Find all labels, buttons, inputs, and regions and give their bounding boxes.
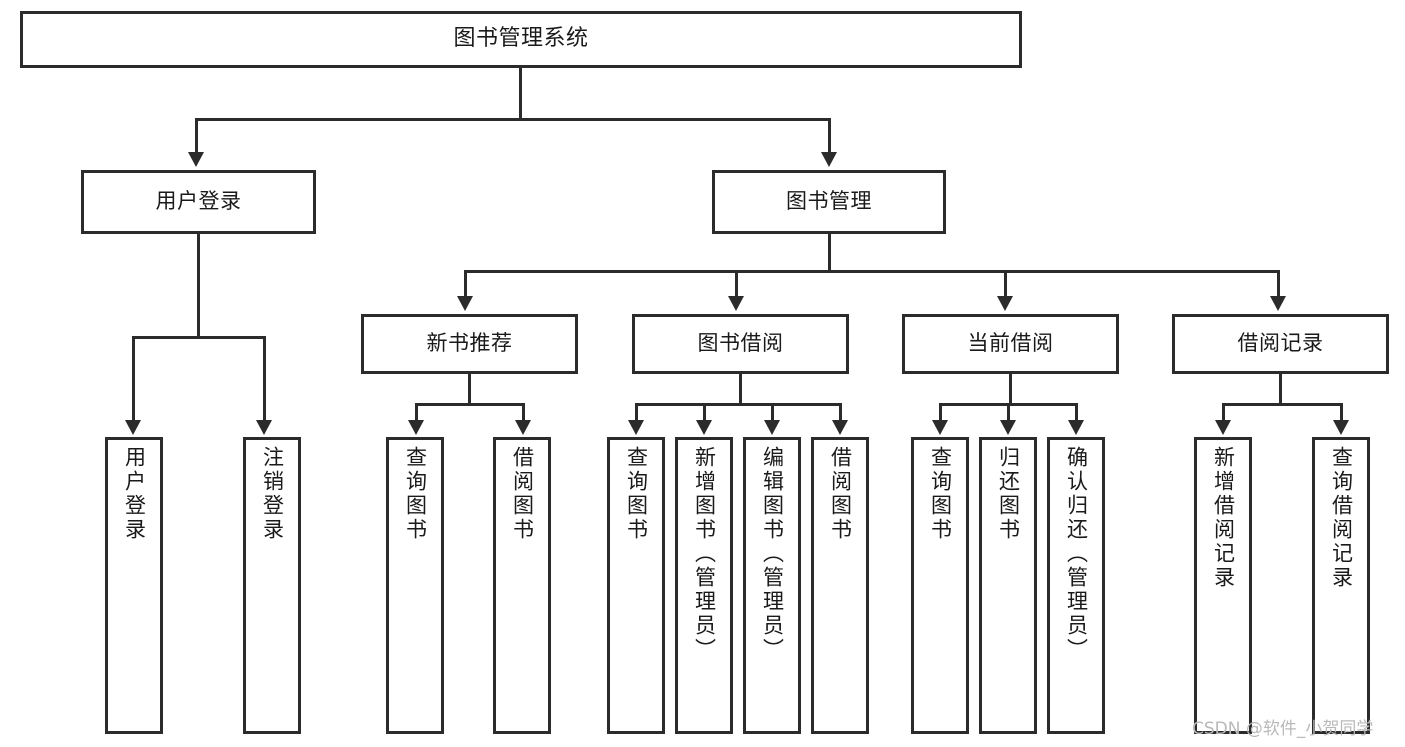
connector-user-login-stem xyxy=(197,234,200,338)
leaf-borrow-record-2[interactable]: 查询借阅记录 xyxy=(1312,437,1370,734)
leaf-label: 借阅图书 xyxy=(510,446,535,542)
leaf-label: 归还图书 xyxy=(996,446,1021,542)
connector-newbook-to-leaf-1 xyxy=(415,403,418,422)
connector-borrow-record-stem xyxy=(1279,374,1282,405)
leaf-label: 编辑图书（管理员） xyxy=(760,446,785,662)
node-book-borrow[interactable]: 图书借阅 xyxy=(632,314,849,374)
leaf-label: 查询借阅记录 xyxy=(1329,446,1354,590)
arrowhead-bookborrow-to-leaf-3 xyxy=(764,420,780,435)
arrowhead-bm-to-book-borrow xyxy=(728,296,744,311)
leaf-current-borrow-3[interactable]: 确认归还（管理员） xyxy=(1047,437,1105,734)
node-label: 图书管理 xyxy=(786,189,872,214)
node-label: 新书推荐 xyxy=(426,331,513,356)
connector-book-management-bus xyxy=(464,270,1280,273)
arrowhead-bm-to-new-book xyxy=(457,296,473,311)
connector-new-book-bus xyxy=(415,403,525,406)
leaf-book-borrow-1[interactable]: 查询图书 xyxy=(607,437,665,734)
arrowhead-root-to-user-login xyxy=(188,152,204,167)
connector-bookborrow-to-leaf-4 xyxy=(839,403,842,422)
arrowhead-bookborrow-to-leaf-4 xyxy=(832,420,848,435)
connector-new-book-stem xyxy=(468,374,471,405)
connector-root-stem xyxy=(519,68,522,118)
arrowhead-newbook-to-leaf-2 xyxy=(515,420,531,435)
connector-borrowrecord-to-leaf-2 xyxy=(1340,403,1343,422)
leaf-label: 查询图书 xyxy=(928,446,953,542)
leaf-new-book-recommend-1[interactable]: 查询图书 xyxy=(386,437,444,734)
leaf-book-borrow-3[interactable]: 编辑图书（管理员） xyxy=(743,437,801,734)
connector-currentborrow-to-leaf-1 xyxy=(939,403,942,422)
connector-bookborrow-to-leaf-1 xyxy=(635,403,638,422)
arrowhead-user-login-to-leaf-1 xyxy=(125,420,141,435)
leaf-new-book-recommend-2[interactable]: 借阅图书 xyxy=(493,437,551,734)
leaf-user-login-2[interactable]: 注销登录 xyxy=(243,437,301,734)
leaf-label: 借阅图书 xyxy=(828,446,853,542)
arrowhead-currentborrow-to-leaf-1 xyxy=(932,420,948,435)
node-label: 图书借阅 xyxy=(697,331,784,356)
connector-root-to-user-login xyxy=(195,118,198,155)
node-label: 图书管理系统 xyxy=(453,26,589,52)
node-borrow-record[interactable]: 借阅记录 xyxy=(1172,314,1389,374)
node-book-management[interactable]: 图书管理 xyxy=(712,170,946,234)
watermark-text: CSDN @软件_小贺同学 xyxy=(1192,719,1374,739)
connector-root-bus xyxy=(195,118,831,121)
leaf-label: 确认归还（管理员） xyxy=(1064,446,1089,662)
arrowhead-user-login-to-leaf-2 xyxy=(256,420,272,435)
connector-book-management-stem xyxy=(828,234,831,272)
leaf-borrow-record-1[interactable]: 新增借阅记录 xyxy=(1194,437,1252,734)
node-current-borrow[interactable]: 当前借阅 xyxy=(902,314,1119,374)
connector-current-borrow-stem xyxy=(1009,374,1012,405)
arrowhead-currentborrow-to-leaf-3 xyxy=(1068,420,1084,435)
connector-bm-to-current-borrow xyxy=(1004,270,1007,298)
connector-bookborrow-to-leaf-3 xyxy=(771,403,774,422)
connector-bookborrow-to-leaf-2 xyxy=(703,403,706,422)
connector-user-login-to-leaf-1 xyxy=(132,336,135,422)
node-root-system[interactable]: 图书管理系统 xyxy=(20,11,1022,68)
node-user-login[interactable]: 用户登录 xyxy=(81,170,316,234)
arrowhead-bookborrow-to-leaf-1 xyxy=(628,420,644,435)
leaf-label: 查询图书 xyxy=(624,446,649,542)
node-new-book-recommend[interactable]: 新书推荐 xyxy=(361,314,578,374)
node-label: 用户登录 xyxy=(155,189,242,214)
connector-currentborrow-to-leaf-2 xyxy=(1007,403,1010,422)
connector-borrow-record-bus xyxy=(1222,403,1342,406)
arrowhead-bm-to-current-borrow xyxy=(997,296,1013,311)
leaf-label: 新增借阅记录 xyxy=(1211,446,1236,590)
connector-user-login-to-leaf-2 xyxy=(263,336,266,422)
leaf-label: 用户登录 xyxy=(122,446,147,542)
arrowhead-newbook-to-leaf-1 xyxy=(408,420,424,435)
connector-currentborrow-to-leaf-3 xyxy=(1075,403,1078,422)
leaf-book-borrow-2[interactable]: 新增图书（管理员） xyxy=(675,437,733,734)
connector-root-to-book-manage xyxy=(828,118,831,155)
arrowhead-root-to-book-manage xyxy=(821,152,837,167)
connector-bm-to-borrow-record xyxy=(1277,270,1280,298)
leaf-label: 查询图书 xyxy=(403,446,428,542)
leaf-current-borrow-1[interactable]: 查询图书 xyxy=(911,437,969,734)
connector-book-borrow-stem xyxy=(739,374,742,405)
leaf-user-login-1[interactable]: 用户登录 xyxy=(105,437,163,734)
arrowhead-currentborrow-to-leaf-2 xyxy=(1000,420,1016,435)
connector-newbook-to-leaf-2 xyxy=(522,403,525,422)
connector-user-login-bus xyxy=(132,336,266,339)
connector-borrowrecord-to-leaf-1 xyxy=(1222,403,1225,422)
node-label: 当前借阅 xyxy=(967,331,1054,356)
leaf-current-borrow-2[interactable]: 归还图书 xyxy=(979,437,1037,734)
arrowhead-borrowrecord-to-leaf-2 xyxy=(1333,420,1349,435)
leaf-label: 新增图书（管理员） xyxy=(692,446,717,662)
arrowhead-bookborrow-to-leaf-2 xyxy=(696,420,712,435)
connector-book-borrow-bus xyxy=(635,403,841,406)
arrowhead-borrowrecord-to-leaf-1 xyxy=(1215,420,1231,435)
connector-bm-to-book-borrow xyxy=(735,270,738,298)
leaf-label: 注销登录 xyxy=(260,446,285,542)
leaf-book-borrow-4[interactable]: 借阅图书 xyxy=(811,437,869,734)
arrowhead-bm-to-borrow-record xyxy=(1270,296,1286,311)
connector-bm-to-new-book xyxy=(464,270,467,298)
node-label: 借阅记录 xyxy=(1237,331,1324,356)
